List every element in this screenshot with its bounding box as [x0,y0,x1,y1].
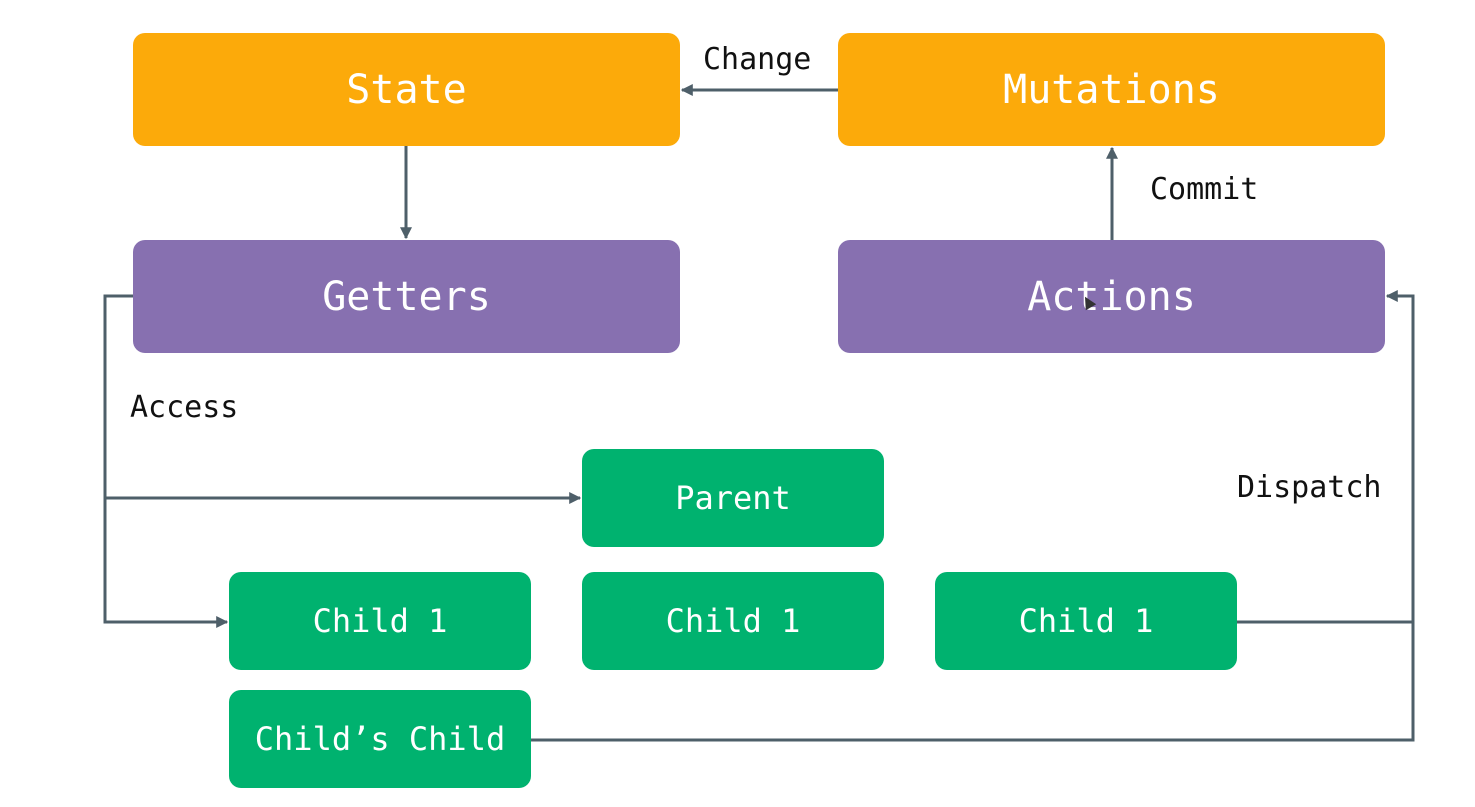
child-box-right: Child 1 [935,572,1237,670]
dispatch-label: Dispatch [1237,470,1382,505]
access-label: Access [130,390,239,425]
change-label: Change [703,42,812,77]
commit-label: Commit [1150,172,1259,207]
mutations-box: Mutations [838,33,1385,146]
state-box: State [133,33,680,146]
child-box-left: Child 1 [229,572,531,670]
dispatch-trunk-line [531,290,1415,742]
getters-box: Getters [133,240,680,353]
access-trunk-line [103,294,229,628]
parent-box: Parent [582,449,884,547]
child-box-middle: Child 1 [582,572,884,670]
actions-box: Actions [838,240,1385,353]
childs-child-box: Child’s Child [229,690,531,788]
